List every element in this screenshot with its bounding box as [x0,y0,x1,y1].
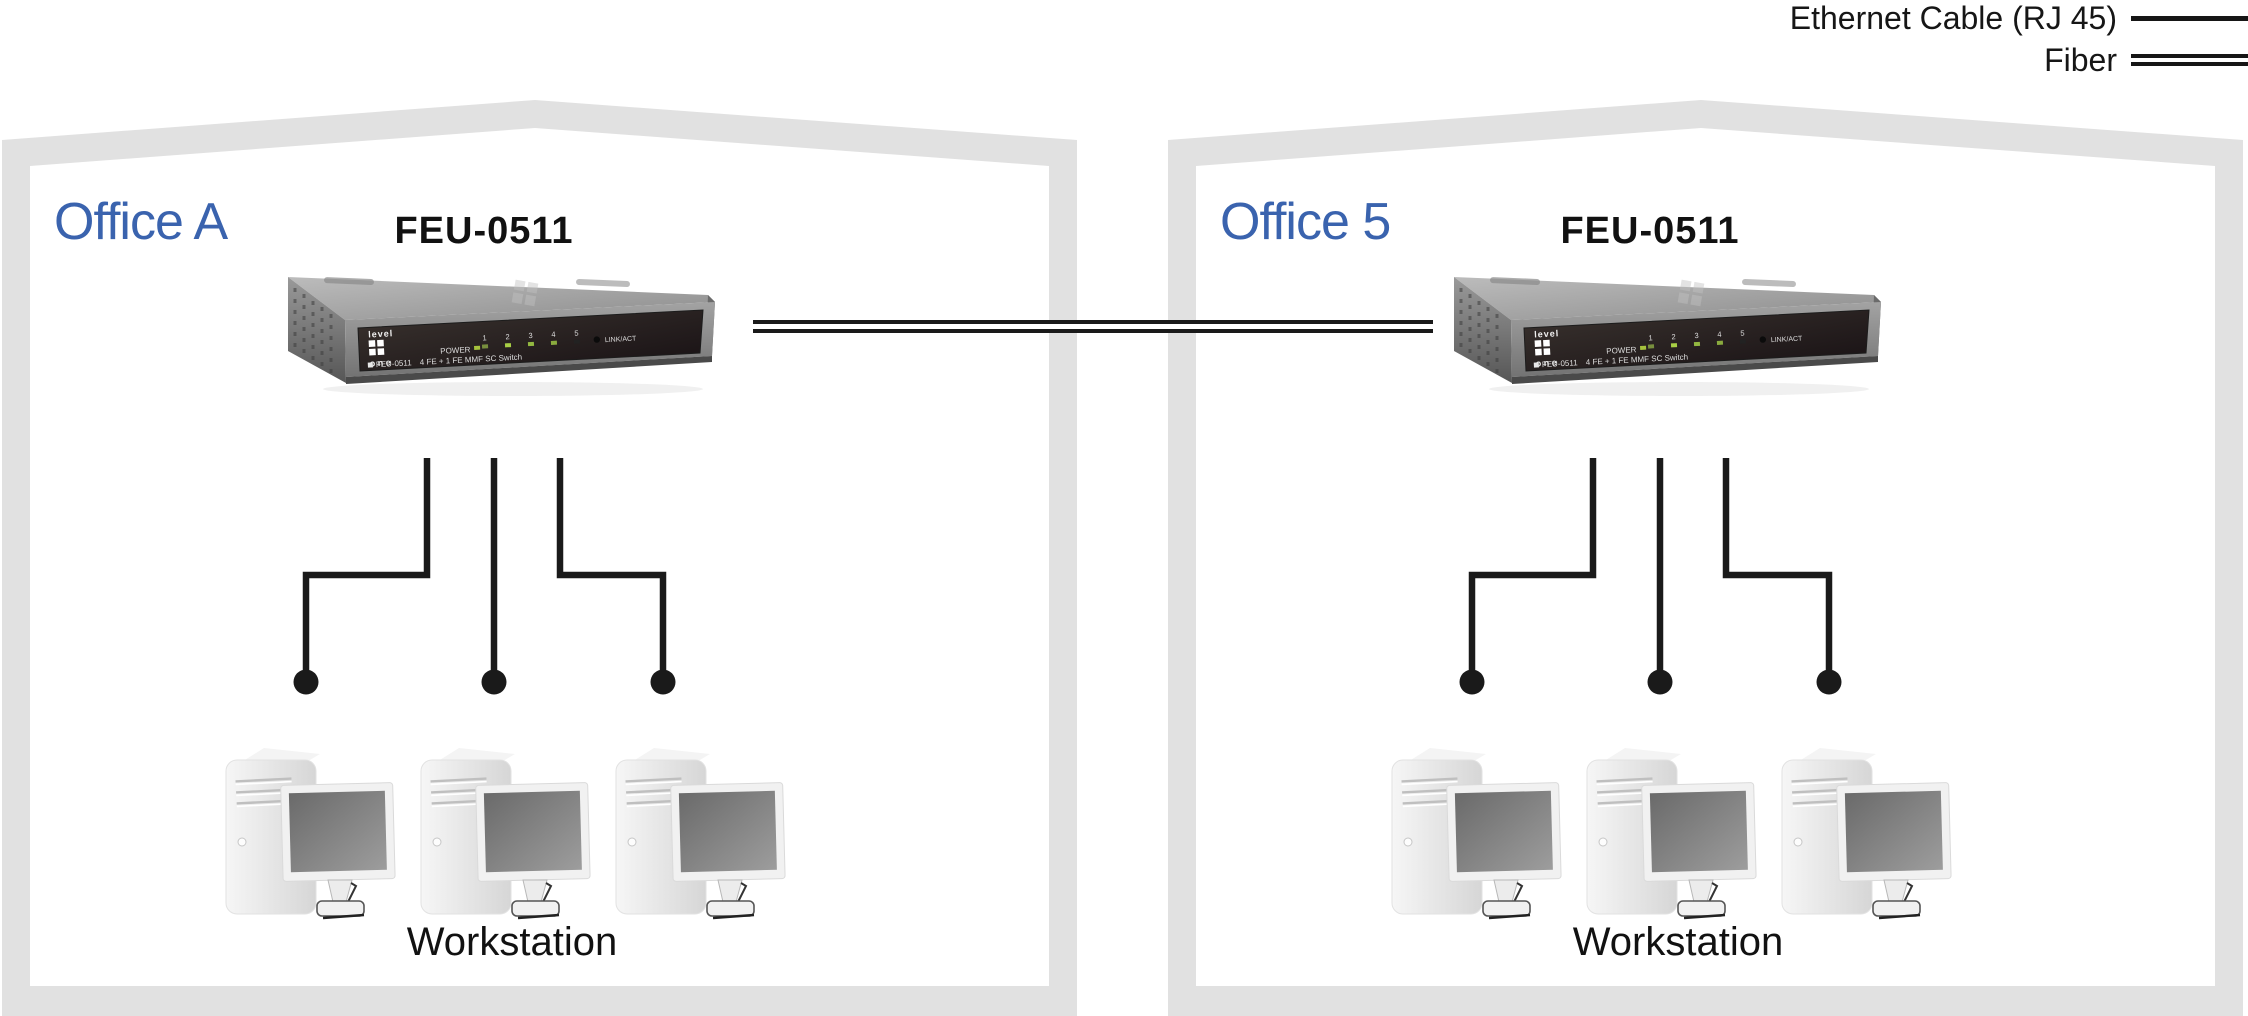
ethernet-line-sample-icon [2131,15,2248,21]
embossed-logo-icon [511,279,539,307]
power-led-icon [1640,345,1647,350]
port-numbers: 1 2 3 4 5 [482,329,579,343]
office-a-section: Office A FEU-0511 level [2,0,1077,1016]
svg-text:level: level [1534,328,1560,339]
link-act-label: LINK/ACT [605,335,638,344]
workstation-icon [614,744,790,934]
link-act-led-icon [1759,336,1767,343]
svg-text:one: one [1536,357,1560,368]
port-leds-icon [1647,339,1747,349]
office-name-label: Office A [54,193,228,251]
power-led-icon [474,345,481,350]
device-model-label: FEU-0511 [1560,210,1740,252]
power-label: POWER [1606,345,1637,356]
svg-text:one: one [370,357,394,368]
ethernet-cables-icon [1459,458,1842,695]
front-panel [357,309,704,372]
fiber-line-sample-icon [2131,54,2248,66]
svg-text:3: 3 [528,331,533,340]
legend-label-fiber: Fiber [2044,41,2117,78]
legend-item-fiber: Fiber [2044,42,2248,78]
legend-item-ethernet: Ethernet Cable (RJ 45) [1790,0,2248,36]
link-act-led-icon [593,336,601,343]
panel-model-text: FEU-0511 [1542,358,1579,369]
device-model-label: FEU-0511 [394,210,574,252]
switch-device-icon: level one FEU-0511 4 FE + 1 FE MMF SC Sw… [288,277,715,396]
brand-logo-icon: level one [1534,328,1560,368]
svg-text:2: 2 [505,332,510,341]
port-leds-icon [481,339,581,349]
fiber-link-line [753,320,1433,333]
svg-text:1: 1 [482,333,487,342]
ethernet-cables-icon [293,458,676,695]
panel-model-text: FEU-0511 [376,358,413,369]
svg-text:3: 3 [1694,331,1699,340]
svg-text:5: 5 [1740,329,1745,338]
svg-text:5: 5 [574,329,579,338]
workstation-icon [1585,744,1761,934]
svg-text:4: 4 [551,330,556,339]
embossed-logo-icon [1677,279,1705,307]
svg-text:level: level [368,328,394,339]
workstation-label: Workstation [1572,920,1784,964]
workstation-icon [419,744,595,934]
legend: Ethernet Cable (RJ 45) Fiber [1790,0,2248,78]
svg-text:2: 2 [1671,332,1676,341]
switch-device-icon: level one FEU-0511 4 FE + 1 FE MMF SC Sw… [1454,277,1881,396]
workstation-label: Workstation [406,920,618,964]
office-name-label: Office 5 [1220,193,1391,251]
link-act-label: LINK/ACT [1771,335,1804,344]
office-5-section: Office 5 FEU-0511 level [1168,0,2243,1016]
workstation-icon [1390,744,1566,934]
port-numbers: 1 2 3 4 5 [1648,329,1745,343]
workstation-icon [1780,744,1956,934]
svg-text:4: 4 [1717,330,1722,339]
front-panel [1523,309,1870,372]
brand-logo-icon: level one [368,328,394,368]
legend-label-ethernet: Ethernet Cable (RJ 45) [1789,0,2117,36]
workstation-icon [224,744,400,934]
svg-text:1: 1 [1648,333,1653,342]
power-label: POWER [440,345,471,356]
